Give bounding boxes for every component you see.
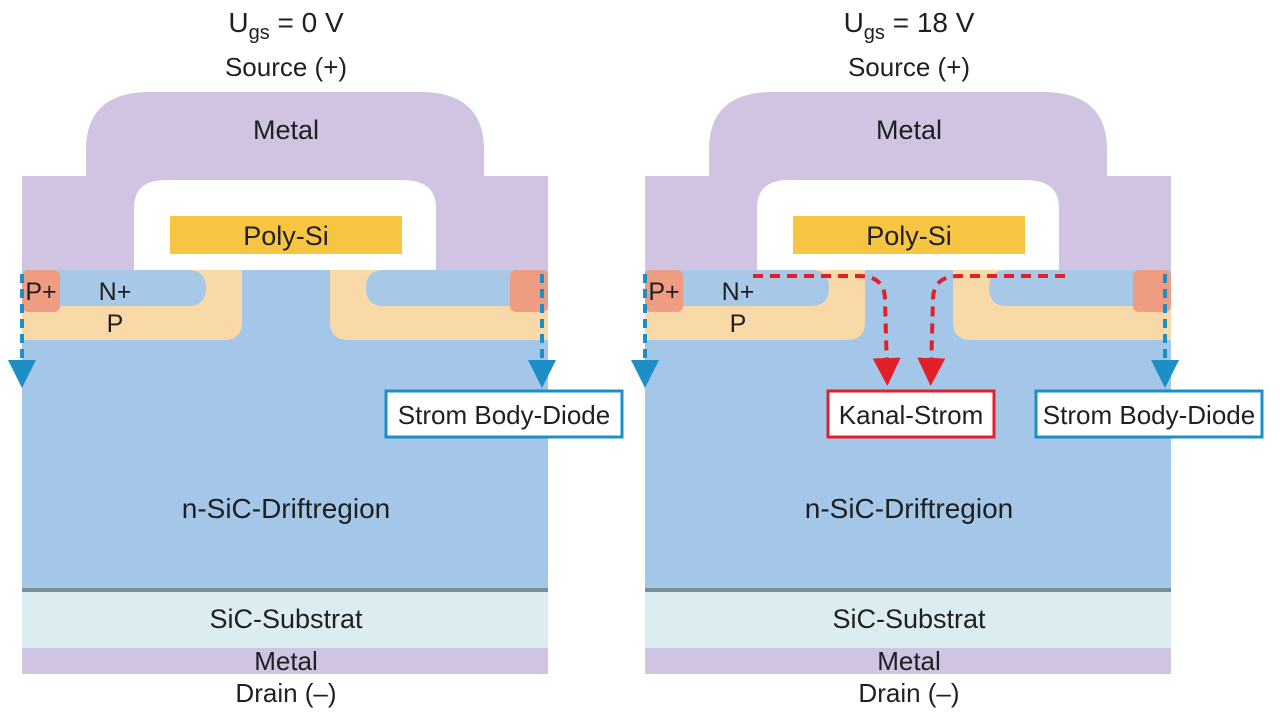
n-plus-left <box>22 270 206 306</box>
substrate-label: SiC-Substrat <box>209 604 363 634</box>
source-label: Source (+) <box>225 52 347 82</box>
ugs-label: Ugs = 18 V <box>844 7 975 44</box>
source-label: Source (+) <box>848 52 970 82</box>
drift-label: n-SiC-Driftregion <box>182 493 391 524</box>
poly-si-label: Poly-Si <box>866 221 952 251</box>
body-diode-box <box>384 389 624 439</box>
metal-top-label: Metal <box>253 115 319 145</box>
channel-current-arrow-left <box>753 274 901 386</box>
metal-top-label: Metal <box>876 115 942 145</box>
substrate-boundary <box>22 588 548 592</box>
p-plus-right <box>510 270 548 312</box>
bottom-metal <box>22 648 548 674</box>
body-diode-label: Strom Body-Diode <box>398 400 610 430</box>
n-plus-right <box>989 270 1171 306</box>
body-diode-box <box>1034 389 1264 439</box>
drift-label: n-SiC-Driftregion <box>805 493 1014 524</box>
bottom-metal <box>645 648 1171 674</box>
n-plus-label: N+ <box>99 278 132 306</box>
p-plus-right <box>1133 270 1171 312</box>
channel-current-box <box>826 389 996 439</box>
substrate-region <box>22 592 548 648</box>
poly-si-gate <box>793 216 1025 254</box>
p-label: P <box>730 310 747 338</box>
p-plus-left <box>22 270 60 312</box>
ugs-label: Ugs = 0 V <box>228 7 344 44</box>
channel-current-label: Kanal-Strom <box>839 400 984 430</box>
n-plus-left <box>645 270 829 306</box>
panel-left: Ugs = 0 V Source (+) Metal Poly-Si P+ N+… <box>8 7 624 708</box>
n-plus-right <box>366 270 548 306</box>
p-plus-left <box>645 270 683 312</box>
p-plus-label: P+ <box>25 278 56 306</box>
channel-current-arrow-right <box>917 274 1065 386</box>
panel-right: Ugs = 18 V Source (+) Metal Poly-Si P+ N… <box>631 7 1264 708</box>
metal-bottom-label: Metal <box>254 646 318 676</box>
substrate-region <box>645 592 1171 648</box>
substrate-boundary <box>645 588 1171 592</box>
p-label: P <box>107 310 124 338</box>
poly-si-gate <box>170 216 402 254</box>
poly-si-label: Poly-Si <box>243 221 329 251</box>
metal-bottom-label: Metal <box>877 646 941 676</box>
body-diode-label: Strom Body-Diode <box>1043 400 1255 430</box>
substrate-label: SiC-Substrat <box>832 604 986 634</box>
drain-label: Drain (–) <box>858 678 959 708</box>
drain-label: Drain (–) <box>235 678 336 708</box>
n-plus-label: N+ <box>722 278 755 306</box>
p-plus-label: P+ <box>648 278 679 306</box>
